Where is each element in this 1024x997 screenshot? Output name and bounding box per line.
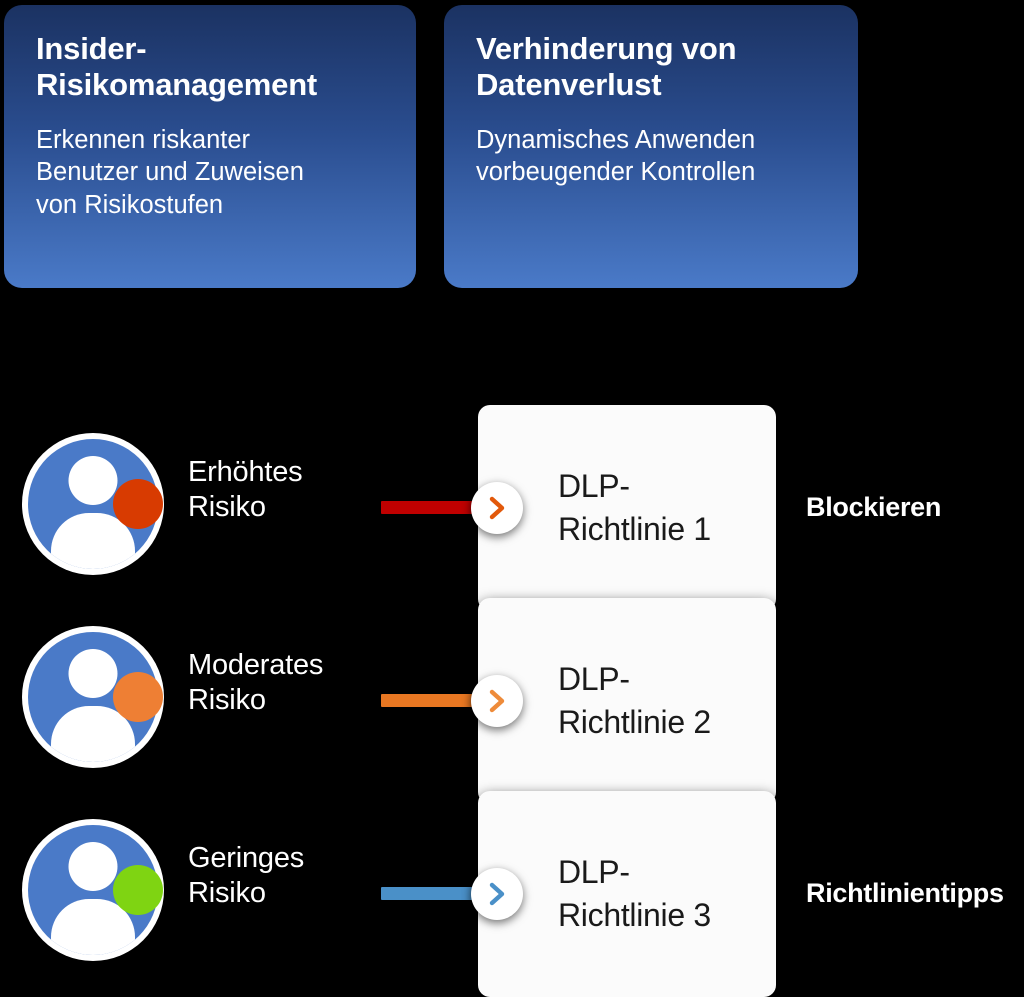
avatar-person-head-icon — [68, 649, 118, 698]
avatar-person-head-icon — [68, 456, 118, 505]
risk-status-dot — [113, 865, 163, 915]
dlp-policy-card[interactable]: DLP- Richtlinie 1 — [478, 405, 776, 611]
dlp-policy-card[interactable]: DLP- Richtlinie 2 — [478, 598, 776, 804]
avatar-disc — [28, 632, 158, 762]
chevron-right-icon[interactable] — [471, 675, 523, 727]
dlp-policy-label: DLP- Richtlinie 3 — [558, 854, 711, 933]
risk-flow-row: Erhöhtes Risiko DLP- Richtlinie 1 Blocki… — [0, 405, 1024, 611]
policy-action-label: Blockieren — [806, 492, 942, 522]
capability-card-data-loss-prevention: Verhinderung von Datenverlust Dynamische… — [444, 5, 858, 288]
capability-card-description: Erkennen riskanter Benutzer und Zuweisen… — [36, 125, 304, 219]
user-avatar — [22, 819, 164, 961]
user-avatar — [22, 626, 164, 768]
chevron-right-icon[interactable] — [471, 482, 523, 534]
user-avatar — [22, 433, 164, 575]
risk-level-label: Moderates Risiko — [188, 649, 324, 716]
policy-action-label: Richtlinientipps — [806, 878, 1004, 908]
risk-level-label: Geringes Risiko — [188, 842, 305, 909]
capability-card-title: Insider- Risikomanagement — [36, 31, 318, 103]
capability-card-title: Verhinderung von Datenverlust — [476, 31, 737, 103]
risk-level-label: Erhöhtes Risiko — [188, 456, 303, 523]
dlp-policy-label: DLP- Richtlinie 2 — [558, 661, 711, 740]
chevron-right-icon[interactable] — [471, 868, 523, 920]
dlp-policy-label: DLP- Richtlinie 1 — [558, 468, 711, 547]
capability-card-insider-risk-management: Insider- Risikomanagement Erkennen riska… — [4, 5, 416, 288]
risk-status-dot — [113, 479, 163, 529]
avatar-person-head-icon — [68, 842, 118, 891]
risk-status-dot — [113, 672, 163, 722]
risk-flow-row: Geringes Risiko DLP- Richtlinie 3 Richtl… — [0, 791, 1024, 997]
dlp-policy-card[interactable]: DLP- Richtlinie 3 — [478, 791, 776, 997]
risk-flow-row: Moderates Risiko DLP- Richtlinie 2 — [0, 598, 1024, 804]
capability-card-description: Dynamisches Anwenden vorbeugender Kontro… — [476, 125, 756, 187]
